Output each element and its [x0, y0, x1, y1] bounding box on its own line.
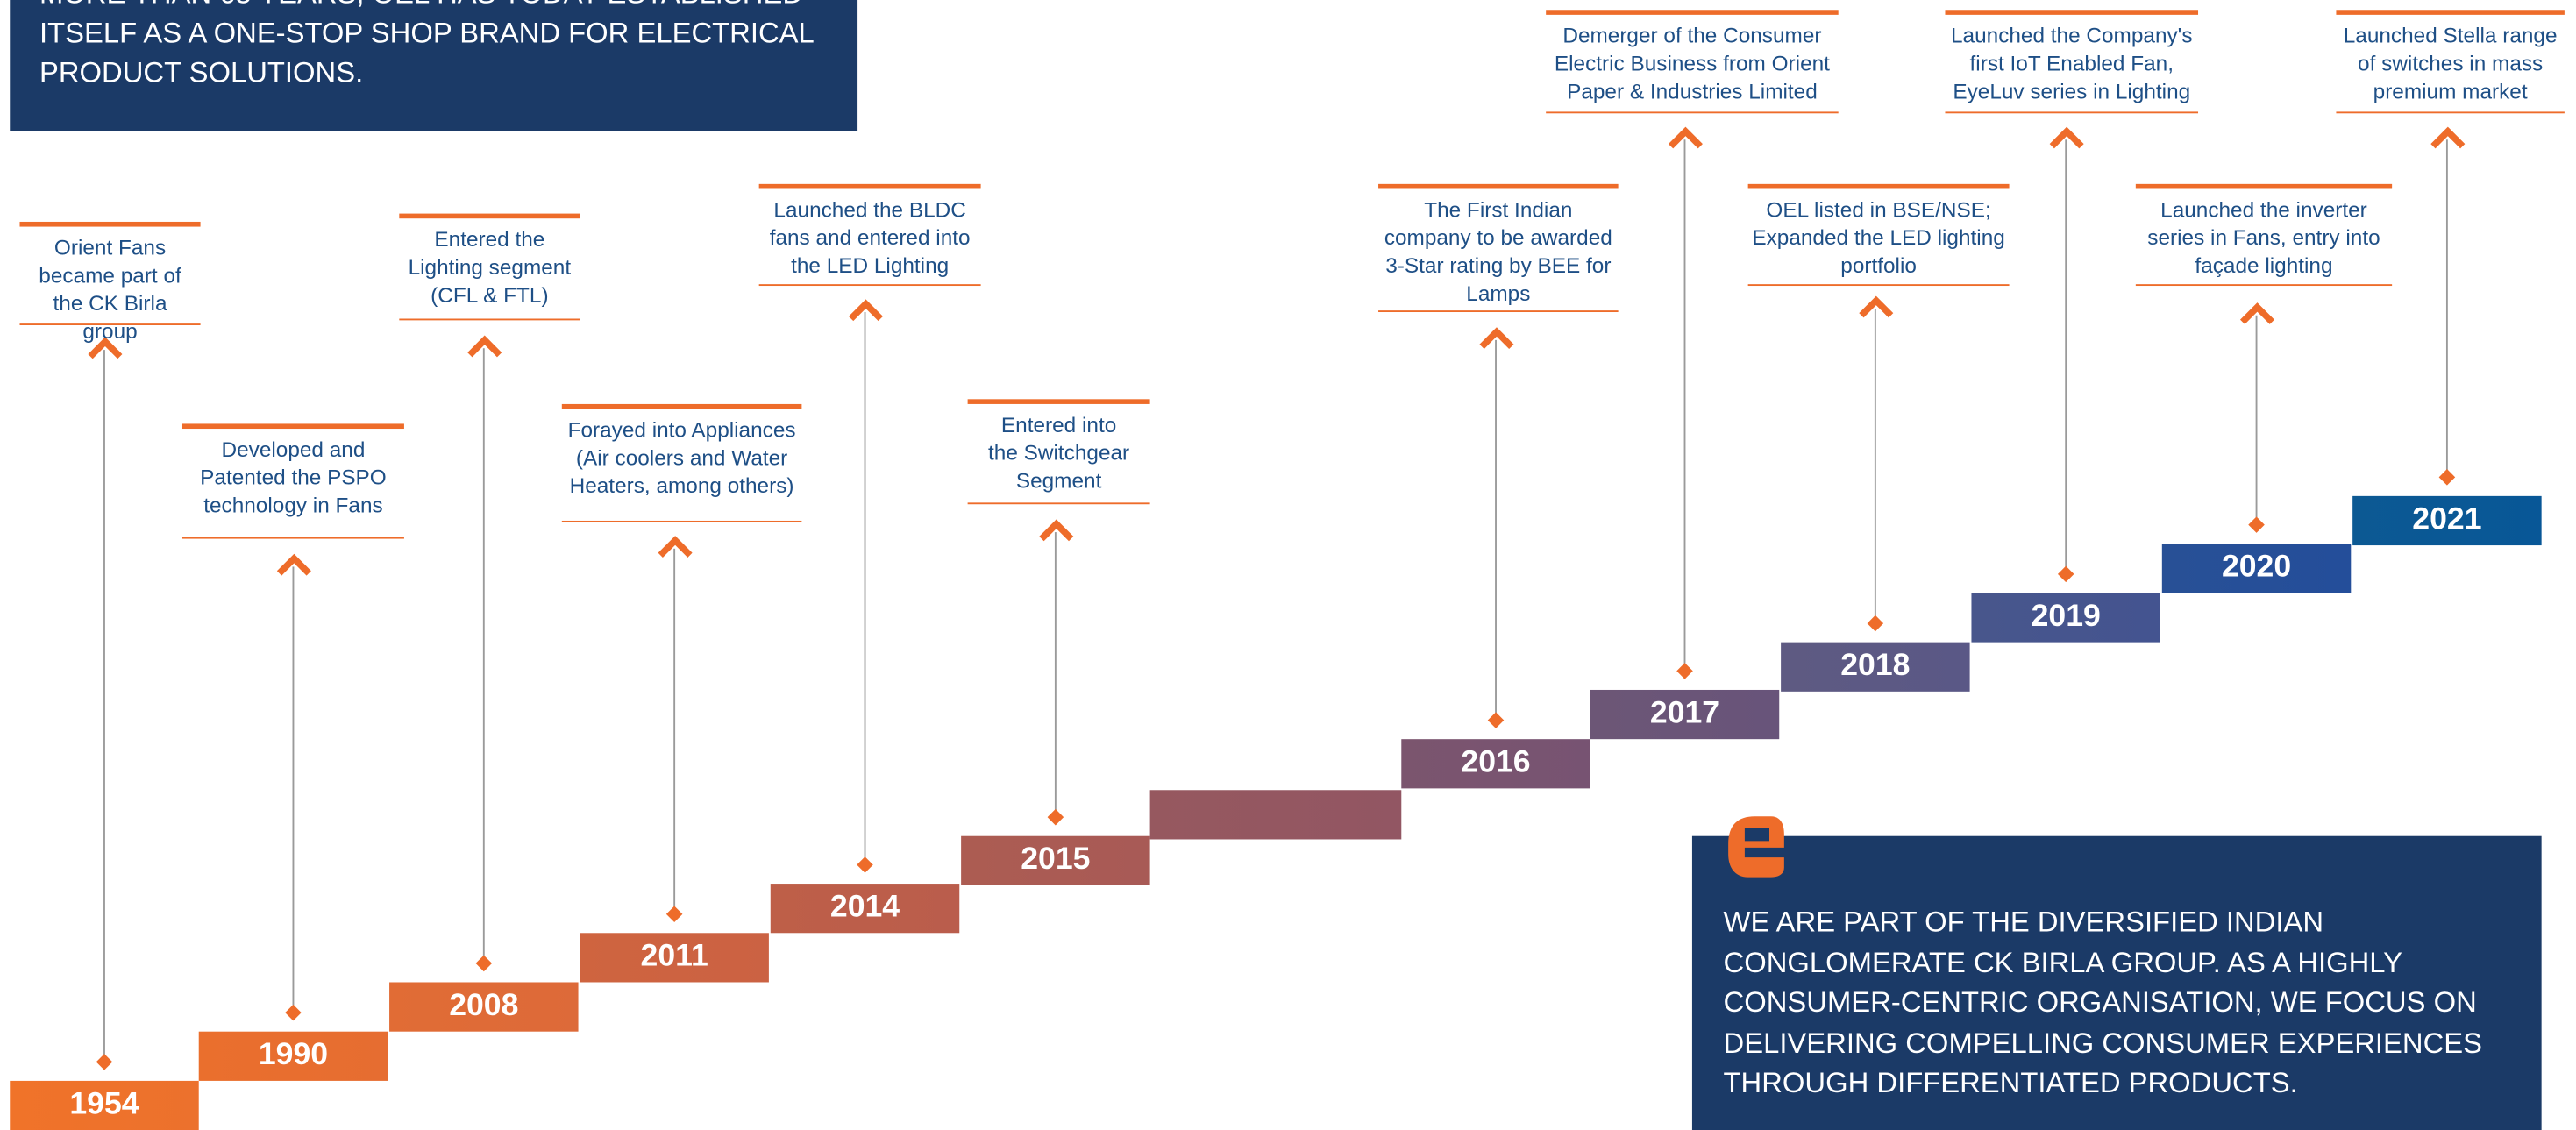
milestone-marker-icon — [1676, 662, 1693, 679]
year-label: 2014 — [829, 890, 900, 925]
arrow-up-icon — [275, 553, 310, 576]
year-label: 2017 — [1649, 696, 1720, 731]
arrow-up-icon — [1478, 327, 1513, 350]
milestone-marker-icon — [475, 954, 493, 971]
milestone-marker-icon — [1487, 711, 1505, 728]
year-label: 2021 — [2412, 502, 2482, 537]
milestone-marker-icon — [96, 1053, 113, 1070]
milestone-marker-icon — [2057, 565, 2074, 582]
connector-line — [2065, 139, 2067, 573]
arrow-up-icon — [1667, 126, 1703, 149]
connector-line — [1054, 532, 1057, 817]
year-step: 2011 — [580, 933, 769, 983]
year-step: 2021 — [2352, 495, 2542, 546]
milestone-marker-icon — [285, 1003, 302, 1020]
year-label: 2011 — [640, 939, 708, 975]
year-label: 2019 — [2031, 599, 2101, 635]
arrow-up-icon — [1038, 519, 1073, 542]
year-step: 2018 — [1781, 642, 1970, 692]
year-label: 2020 — [2221, 550, 2292, 586]
connector-line — [1683, 139, 1686, 671]
about-box: WE ARE PART OF THE DIVERSIFIED INDIAN CO… — [1691, 835, 2542, 1130]
milestone-marker-icon — [2248, 515, 2265, 532]
milestone-marker-icon — [1047, 807, 1064, 825]
milestone-marker-icon — [857, 856, 873, 872]
year-step: 2015 — [961, 835, 1150, 885]
year-step: 2017 — [1590, 689, 1780, 740]
about-text: WE ARE PART OF THE DIVERSIFIED INDIAN CO… — [1723, 905, 2483, 1099]
intro-text: MORE THAN 65 YEARS, OEL HAS TODAY ESTABL… — [39, 0, 814, 89]
arrow-up-icon — [2430, 126, 2465, 149]
year-step: 2014 — [770, 884, 960, 934]
intro-box: MORE THAN 65 YEARS, OEL HAS TODAY ESTABL… — [10, 0, 858, 131]
milestone-marker-icon — [1867, 614, 1884, 631]
year-step: 2019 — [1971, 593, 2160, 643]
year-step: 1954 — [10, 1080, 199, 1130]
arrow-up-icon — [2048, 126, 2083, 149]
connector-line — [292, 566, 295, 1013]
milestone-description: Forayed into Appliances(Air coolers and … — [561, 403, 802, 522]
year-step: 2016 — [1401, 739, 1590, 789]
year-step — [1149, 790, 1402, 840]
year-label: 2015 — [1021, 842, 1091, 878]
connector-line — [482, 348, 485, 963]
milestone-marker-icon — [2438, 468, 2456, 485]
connector-line — [103, 350, 105, 1062]
year-label: 1954 — [69, 1087, 139, 1122]
year-label: 2018 — [1840, 649, 1911, 684]
connector-line — [673, 548, 676, 913]
arrow-up-icon — [87, 337, 122, 359]
year-label: 2008 — [449, 988, 519, 1024]
arrow-up-icon — [466, 335, 502, 358]
year-step: 2020 — [2161, 544, 2352, 593]
arrow-up-icon — [2239, 302, 2274, 324]
connector-line — [2445, 139, 2448, 477]
milestone-description: OEL listed in BSE/NSE;Expanded the LED l… — [1747, 183, 2010, 287]
connector-line — [1874, 309, 1876, 623]
year-label: 1990 — [258, 1038, 329, 1073]
milestone-marker-icon — [665, 905, 683, 922]
orient-logo-icon — [1728, 816, 1784, 878]
arrow-up-icon — [848, 299, 883, 322]
year-step: 1990 — [198, 1031, 388, 1081]
arrow-up-icon — [657, 536, 692, 558]
year-step: 2008 — [389, 982, 579, 1032]
arrow-up-icon — [1858, 295, 1893, 318]
connector-line — [864, 312, 866, 864]
connector-line — [1495, 339, 1497, 720]
connector-line — [2255, 315, 2258, 524]
year-label: 2016 — [1461, 745, 1531, 781]
